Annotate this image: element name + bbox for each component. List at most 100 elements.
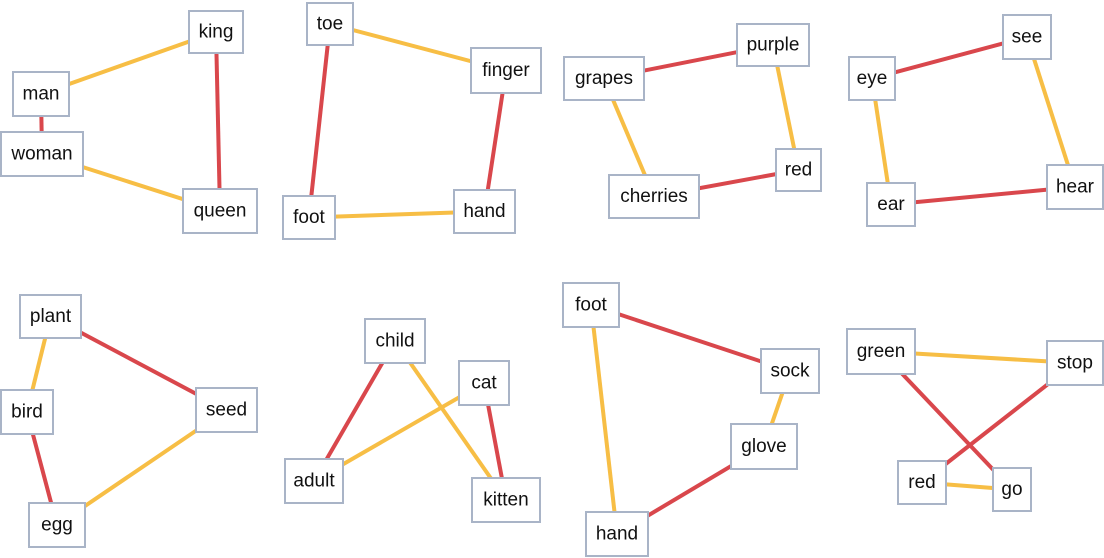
node-box — [12, 71, 70, 117]
node-box — [188, 10, 244, 54]
node-label: grapes — [575, 68, 633, 89]
node-label: red — [908, 472, 935, 493]
node-box — [775, 148, 822, 192]
edge-foot-sock — [590, 303, 791, 373]
node-box — [992, 467, 1032, 512]
edge-child-kitten — [393, 339, 508, 502]
node-go: go — [992, 467, 1032, 512]
node-see: see — [1002, 14, 1052, 60]
node-box — [0, 389, 54, 435]
node-box — [736, 23, 810, 67]
node-kitten: kitten — [471, 477, 541, 523]
node-queen: queen — [182, 188, 258, 234]
node-hand: hand — [453, 189, 516, 234]
node-box — [846, 328, 916, 375]
node-toe: toe — [306, 2, 354, 46]
node-box — [848, 56, 896, 101]
node-woman: woman — [0, 131, 84, 177]
node-label: adult — [293, 471, 335, 492]
node-label: hand — [463, 201, 505, 222]
edge-man-king — [40, 30, 217, 96]
node-label: child — [375, 331, 414, 352]
node-plant: plant — [19, 294, 82, 339]
node-seed: seed — [195, 387, 258, 433]
node-egg: egg — [28, 502, 86, 548]
node-red: red — [897, 460, 947, 505]
node-box — [470, 47, 542, 94]
node-label: queen — [194, 201, 247, 222]
node-label: hear — [1056, 177, 1095, 198]
node-box — [730, 423, 798, 470]
node-box — [866, 182, 916, 227]
node-purple: purple — [736, 23, 810, 67]
edge-see-hear — [1025, 36, 1077, 188]
node-label: man — [23, 84, 60, 105]
node-label: sock — [770, 361, 810, 382]
node-label: stop — [1057, 353, 1093, 374]
edge-foot-hand — [589, 304, 619, 535]
node-box — [284, 458, 344, 504]
node-label: plant — [30, 306, 72, 327]
node-box — [563, 56, 645, 101]
node-label: foot — [575, 295, 607, 316]
node-foot: foot — [282, 195, 336, 240]
edge-toe-foot — [307, 23, 332, 218]
node-box — [182, 188, 258, 234]
node-box — [897, 460, 947, 505]
node-label: king — [199, 22, 234, 43]
node-king: king — [188, 10, 244, 54]
node-label: red — [785, 160, 812, 181]
node-finger: finger — [470, 47, 542, 94]
node-label: ear — [877, 194, 905, 215]
node-glove: glove — [730, 423, 798, 470]
node-box — [585, 511, 649, 557]
edges-layer — [25, 22, 1077, 536]
node-label: eye — [857, 68, 888, 89]
node-box — [195, 387, 258, 433]
node-label: cat — [471, 373, 497, 394]
node-box — [760, 348, 820, 394]
node-label: cherries — [620, 186, 688, 207]
node-label: foot — [293, 207, 325, 228]
node-child: child — [364, 318, 426, 364]
node-box — [364, 318, 426, 364]
node-cat: cat — [458, 360, 510, 406]
node-hand: hand — [585, 511, 649, 557]
node-label: toe — [317, 14, 343, 35]
edge-ear-hear — [890, 185, 1076, 207]
node-box — [1002, 14, 1052, 60]
edge-king-queen — [214, 31, 222, 212]
node-label: bird — [11, 402, 43, 423]
node-label: see — [1012, 27, 1043, 48]
edge-eye-see — [871, 35, 1028, 81]
node-box — [306, 2, 354, 46]
node-box — [471, 477, 541, 523]
node-box — [19, 294, 82, 339]
node-label: go — [1001, 479, 1022, 500]
node-box — [1046, 340, 1104, 386]
node-label: hand — [596, 524, 638, 545]
node-eye: eye — [848, 56, 896, 101]
node-label: kitten — [483, 490, 528, 511]
node-box — [608, 174, 700, 219]
node-box — [28, 502, 86, 548]
node-green: green — [846, 328, 916, 375]
node-box — [0, 131, 84, 177]
node-hear: hear — [1046, 164, 1104, 210]
node-sock: sock — [760, 348, 820, 394]
node-red: red — [775, 148, 822, 192]
node-cherries: cherries — [608, 174, 700, 219]
node-ear: ear — [866, 182, 916, 227]
node-foot: foot — [562, 282, 620, 328]
node-label: green — [857, 341, 906, 362]
node-box — [282, 195, 336, 240]
node-label: glove — [741, 436, 786, 457]
node-adult: adult — [284, 458, 344, 504]
node-label: finger — [482, 60, 530, 81]
node-box — [1046, 164, 1104, 210]
node-box — [458, 360, 510, 406]
node-box — [453, 189, 516, 234]
edge-child-adult — [312, 339, 397, 483]
